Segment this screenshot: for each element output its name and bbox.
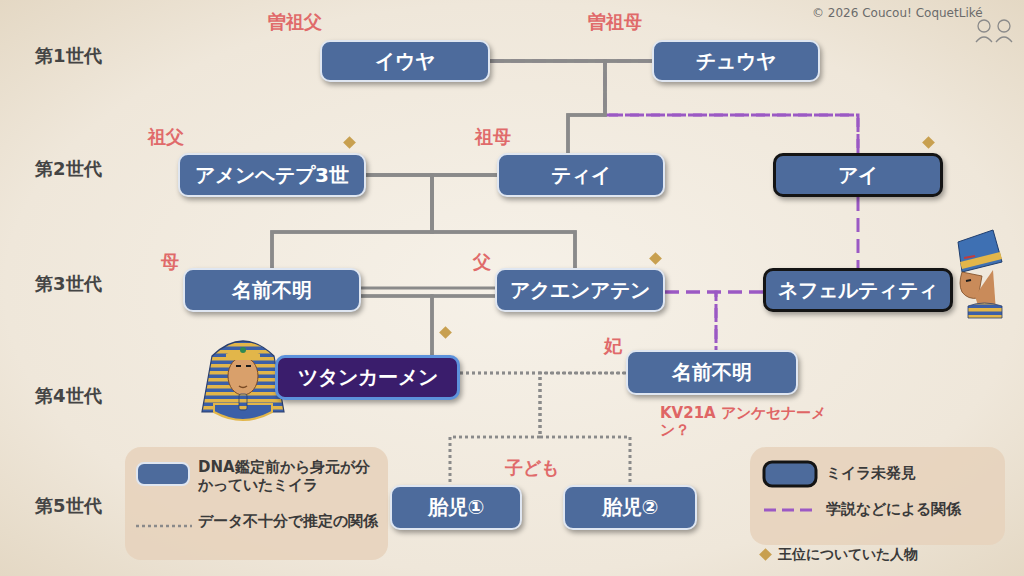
fetus-box: 胎児①: [390, 485, 522, 530]
person-box: 曽祖父イウヤ: [320, 40, 490, 82]
legend-text: DNA鑑定前から身元が分かっていたミイラ: [198, 458, 380, 494]
queen-illustration: [958, 230, 1002, 318]
relation-heading: 妃: [604, 334, 622, 358]
person-name: 名前不明: [672, 359, 752, 386]
group-label: 子ども: [505, 456, 559, 480]
relation-heading: 母: [161, 250, 179, 274]
person-name: ネフェルティティ: [778, 277, 938, 304]
legend-line-sample: [136, 525, 192, 528]
legend-text: データ不十分で推定の関係: [198, 512, 378, 530]
person-box: ネフェルティティ: [763, 268, 953, 312]
pharaoh-box: ツタンカーメン: [275, 355, 460, 400]
legend-panel: [750, 447, 1005, 545]
generation-label: 第1世代: [35, 44, 102, 68]
person-name: ティイ: [551, 162, 611, 189]
person-box: 曽祖母チュウヤ: [652, 40, 820, 82]
family-connector: [568, 61, 652, 153]
identity-note: KV21A アンケセナーメン？: [660, 405, 830, 440]
copyright-note: © 2026 Coucou! CoquetLiké: [812, 6, 983, 20]
legend-text: 学説などによる関係: [826, 500, 996, 518]
legend-text: ミイラ未発見: [826, 464, 996, 482]
relation-heading: 曽祖父: [268, 10, 322, 34]
person-name: アクエンアテン: [510, 277, 650, 304]
legend-panel: [125, 447, 388, 560]
author-icon: [976, 20, 1012, 42]
person-name: 名前不明: [232, 277, 312, 304]
family-connector: [361, 296, 432, 355]
person-name: ツタンカーメン: [298, 364, 438, 391]
relation-heading: 祖母: [475, 125, 511, 149]
person-box: 妃名前不明KV21A アンケセナーメン？: [626, 350, 798, 395]
generation-label: 第3世代: [35, 272, 102, 296]
person-box: 父アクエンアテン: [495, 268, 665, 312]
family-connector: [857, 197, 860, 268]
fetus-box: 胎児②: [563, 485, 697, 530]
family-connector: [450, 373, 626, 485]
person-box: アイ: [773, 153, 943, 197]
person-name: 胎児②: [602, 494, 659, 521]
family-connector: [665, 292, 716, 350]
generation-label: 第4世代: [35, 384, 102, 408]
legend-marker-sample: [759, 548, 772, 561]
person-name: アメンヘテプ3世: [195, 162, 349, 189]
person-name: イウヤ: [375, 48, 435, 75]
person-box: 祖母ティイ: [497, 153, 665, 197]
relation-heading: 祖父: [148, 125, 184, 149]
family-connector: [460, 373, 630, 485]
relation-heading: 曽祖母: [588, 10, 642, 34]
family-connector: [432, 296, 495, 355]
person-name: チュウヤ: [696, 48, 776, 75]
generation-label: 第5世代: [35, 494, 102, 518]
relation-heading: 父: [473, 250, 491, 274]
generation-label: 第2世代: [35, 157, 102, 181]
person-name: アイ: [838, 162, 878, 189]
legend-swatch: [136, 462, 190, 486]
person-box: 祖父アメンヘテプ3世: [178, 153, 366, 197]
family-connector: [716, 292, 763, 350]
legend-box-sample: [764, 462, 816, 486]
person-name: 胎児①: [428, 494, 485, 521]
legend-line-sample: [764, 509, 816, 512]
pharaoh-illustration: [202, 341, 284, 420]
person-box: 母名前不明: [183, 268, 361, 312]
legend-text: 王位についていた人物: [778, 546, 1008, 563]
